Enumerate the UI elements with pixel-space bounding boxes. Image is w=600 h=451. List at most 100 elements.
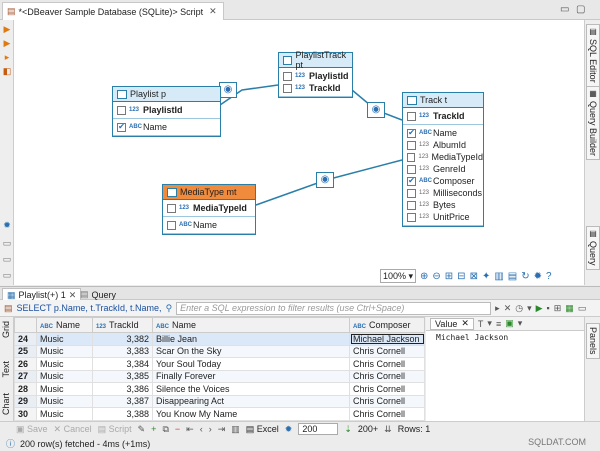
fetch-all-rows-icon[interactable]: ⇊ bbox=[384, 423, 392, 434]
query-builder-canvas[interactable]: ◉ ◉ ◉ Playlist p 123 PlaylistId ✔ ABC Na… bbox=[14, 20, 584, 285]
column-checkbox[interactable] bbox=[407, 152, 416, 162]
tab-query[interactable]: ▤ Query bbox=[586, 226, 600, 270]
filter-input[interactable]: Enter a SQL expression to filter results… bbox=[176, 301, 492, 315]
column-checkbox[interactable] bbox=[407, 164, 416, 174]
panel-icon[interactable]: ▭ bbox=[577, 302, 587, 313]
column-checkbox[interactable] bbox=[283, 71, 292, 81]
previous-page-icon[interactable]: ‹ bbox=[199, 424, 203, 434]
table-column-row[interactable]: 123 Milliseconds bbox=[403, 187, 483, 199]
column-checkbox[interactable] bbox=[117, 105, 126, 115]
explain-plan-icon[interactable]: ◧ bbox=[2, 66, 12, 76]
table-column-row[interactable]: 123 TrackId bbox=[403, 110, 483, 122]
table-header[interactable]: MediaType mt bbox=[163, 185, 255, 200]
tab-query-builder[interactable]: ▦ Query Builder bbox=[586, 86, 600, 161]
last-page-icon[interactable]: ⇥ bbox=[217, 423, 226, 434]
table-row[interactable]: 25 Music 3,383 Scar On the Sky Chris Cor… bbox=[14, 344, 425, 358]
script-button[interactable]: ▤ Script bbox=[97, 423, 132, 434]
table-column-row[interactable]: ✔ ABC Composer bbox=[403, 175, 483, 187]
grid-icon[interactable]: ⊠ bbox=[469, 270, 478, 282]
table-row[interactable]: 26 Music 3,384 Your Soul Today Chris Cor… bbox=[14, 357, 425, 371]
column-checkbox[interactable]: ✔ bbox=[407, 176, 416, 186]
maximize-icon[interactable]: ▢ bbox=[576, 4, 586, 15]
table-row[interactable]: 28 Music 3,386 Silence the Voices Chris … bbox=[14, 382, 425, 396]
cell-composer[interactable]: Michael Jackson bbox=[349, 332, 425, 346]
cell-track-name[interactable]: Scar On the Sky bbox=[152, 344, 350, 358]
save-script-icon[interactable]: ▭ bbox=[2, 254, 12, 264]
connection-icon[interactable]: ✦ bbox=[481, 270, 491, 282]
execute-in-new-tab-icon[interactable]: ▶ bbox=[3, 38, 11, 48]
execute-statement-icon[interactable]: ▶ bbox=[3, 24, 11, 34]
fetch-more-button[interactable]: 200+ bbox=[357, 424, 379, 434]
cell-composer[interactable]: Chris Cornell bbox=[349, 407, 425, 421]
table-column-row[interactable]: 123 Bytes bbox=[403, 199, 483, 211]
value-content[interactable]: Michael Jackson bbox=[436, 333, 509, 342]
execute-script-icon[interactable]: ▸ bbox=[4, 52, 10, 62]
clear-filter-icon[interactable]: ✕ bbox=[503, 302, 512, 313]
edit-cell-icon[interactable]: ✎ bbox=[137, 423, 146, 434]
load-script-icon[interactable]: ▭ bbox=[2, 238, 12, 248]
cell-name[interactable]: Music bbox=[36, 369, 93, 383]
table-row[interactable]: 27 Music 3,385 Finally Forever Chris Cor… bbox=[14, 369, 425, 383]
panel-menu-icon[interactable]: ▾ bbox=[517, 318, 523, 328]
cell-trackid[interactable]: 3,382 bbox=[92, 332, 153, 346]
column-checkbox[interactable] bbox=[167, 220, 176, 230]
join-icon[interactable]: ◉ bbox=[367, 102, 385, 118]
cell-composer[interactable]: Chris Cornell bbox=[349, 394, 425, 408]
cell-name[interactable]: Music bbox=[36, 382, 93, 396]
next-page-icon[interactable]: › bbox=[208, 424, 212, 434]
delete-row-icon[interactable]: − bbox=[174, 424, 181, 434]
cell-composer[interactable]: Chris Cornell bbox=[349, 369, 425, 383]
text-format-icon[interactable]: T bbox=[477, 318, 484, 329]
cell-trackid[interactable]: 3,386 bbox=[92, 382, 153, 396]
cell-track-name[interactable]: Billie Jean bbox=[152, 332, 350, 346]
cell-track-name[interactable]: You Know My Name bbox=[152, 407, 350, 421]
zoom-out-icon[interactable]: ⊖ bbox=[432, 270, 441, 282]
tab-panels[interactable]: Panels bbox=[586, 323, 600, 359]
cell-trackid[interactable]: 3,387 bbox=[92, 394, 153, 408]
table-row[interactable]: 29 Music 3,387 Disappearing Act Chris Co… bbox=[14, 394, 425, 408]
fetch-size-input[interactable]: 200 bbox=[298, 423, 339, 435]
tab-sql-editor[interactable]: ▤ SQL Editor bbox=[586, 24, 600, 87]
export-excel-button[interactable]: ▤ Excel bbox=[245, 423, 279, 434]
table-row[interactable]: 30 Music 3,388 You Know My Name Chris Co… bbox=[14, 407, 425, 421]
table-column-row[interactable]: 123 GenreId bbox=[403, 163, 483, 175]
tab-text[interactable]: Text bbox=[1, 361, 11, 378]
script-editor-tab[interactable]: ▤ *<DBeaver Sample Database (SQLite)> Sc… bbox=[2, 2, 224, 20]
table-column-row[interactable]: 123 MediaTypeId bbox=[403, 151, 483, 163]
table-column-row[interactable]: 123 UnitPrice bbox=[403, 211, 483, 223]
cell-track-name[interactable]: Silence the Voices bbox=[152, 382, 350, 396]
column-checkbox[interactable] bbox=[407, 140, 416, 150]
column-checkbox[interactable] bbox=[407, 188, 416, 198]
layout-icon[interactable]: ⊞ bbox=[553, 302, 562, 313]
cell-track-name[interactable]: Finally Forever bbox=[152, 369, 350, 383]
copy-row-icon[interactable]: ⧉ bbox=[162, 423, 169, 434]
column-checkbox[interactable] bbox=[407, 200, 416, 210]
column-checkbox[interactable] bbox=[407, 111, 416, 121]
table-column-row[interactable]: 123 PlaylistId bbox=[113, 104, 220, 116]
table-header[interactable]: Track t bbox=[403, 93, 483, 108]
export-icon[interactable]: ▤ bbox=[507, 270, 518, 282]
settings-icon[interactable]: ✹ bbox=[533, 270, 543, 282]
cell-name[interactable]: Music bbox=[36, 357, 93, 371]
add-row-icon[interactable]: + bbox=[151, 424, 157, 434]
layout-icon[interactable]: ⊞ bbox=[444, 270, 454, 282]
table-column-row[interactable]: 123 TrackId bbox=[279, 82, 352, 94]
table-track[interactable]: Track t 123 TrackId ✔ ABC Name 123 Album… bbox=[402, 92, 484, 227]
join-icon[interactable]: ◉ bbox=[219, 82, 237, 98]
table-column-row[interactable]: ✔ ABC Name bbox=[113, 121, 220, 133]
cell-composer[interactable]: Chris Cornell bbox=[349, 344, 425, 358]
history-icon[interactable]: ◷ bbox=[515, 302, 524, 313]
zoom-in-icon[interactable]: ⊕ bbox=[420, 270, 429, 282]
tab-results[interactable]: ▦ Playlist(+) 1 ✕ bbox=[2, 288, 82, 301]
tab-value[interactable]: Value ✕ bbox=[430, 317, 474, 330]
first-page-icon[interactable]: ⇤ bbox=[186, 423, 194, 434]
cell-track-name[interactable]: Disappearing Act bbox=[152, 394, 350, 408]
columns-icon[interactable]: ▦ bbox=[565, 302, 574, 313]
cell-trackid[interactable]: 3,385 bbox=[92, 369, 153, 383]
tab-grid[interactable]: Grid bbox=[1, 321, 11, 339]
tab-query-log[interactable]: ▤ Query bbox=[76, 288, 120, 301]
